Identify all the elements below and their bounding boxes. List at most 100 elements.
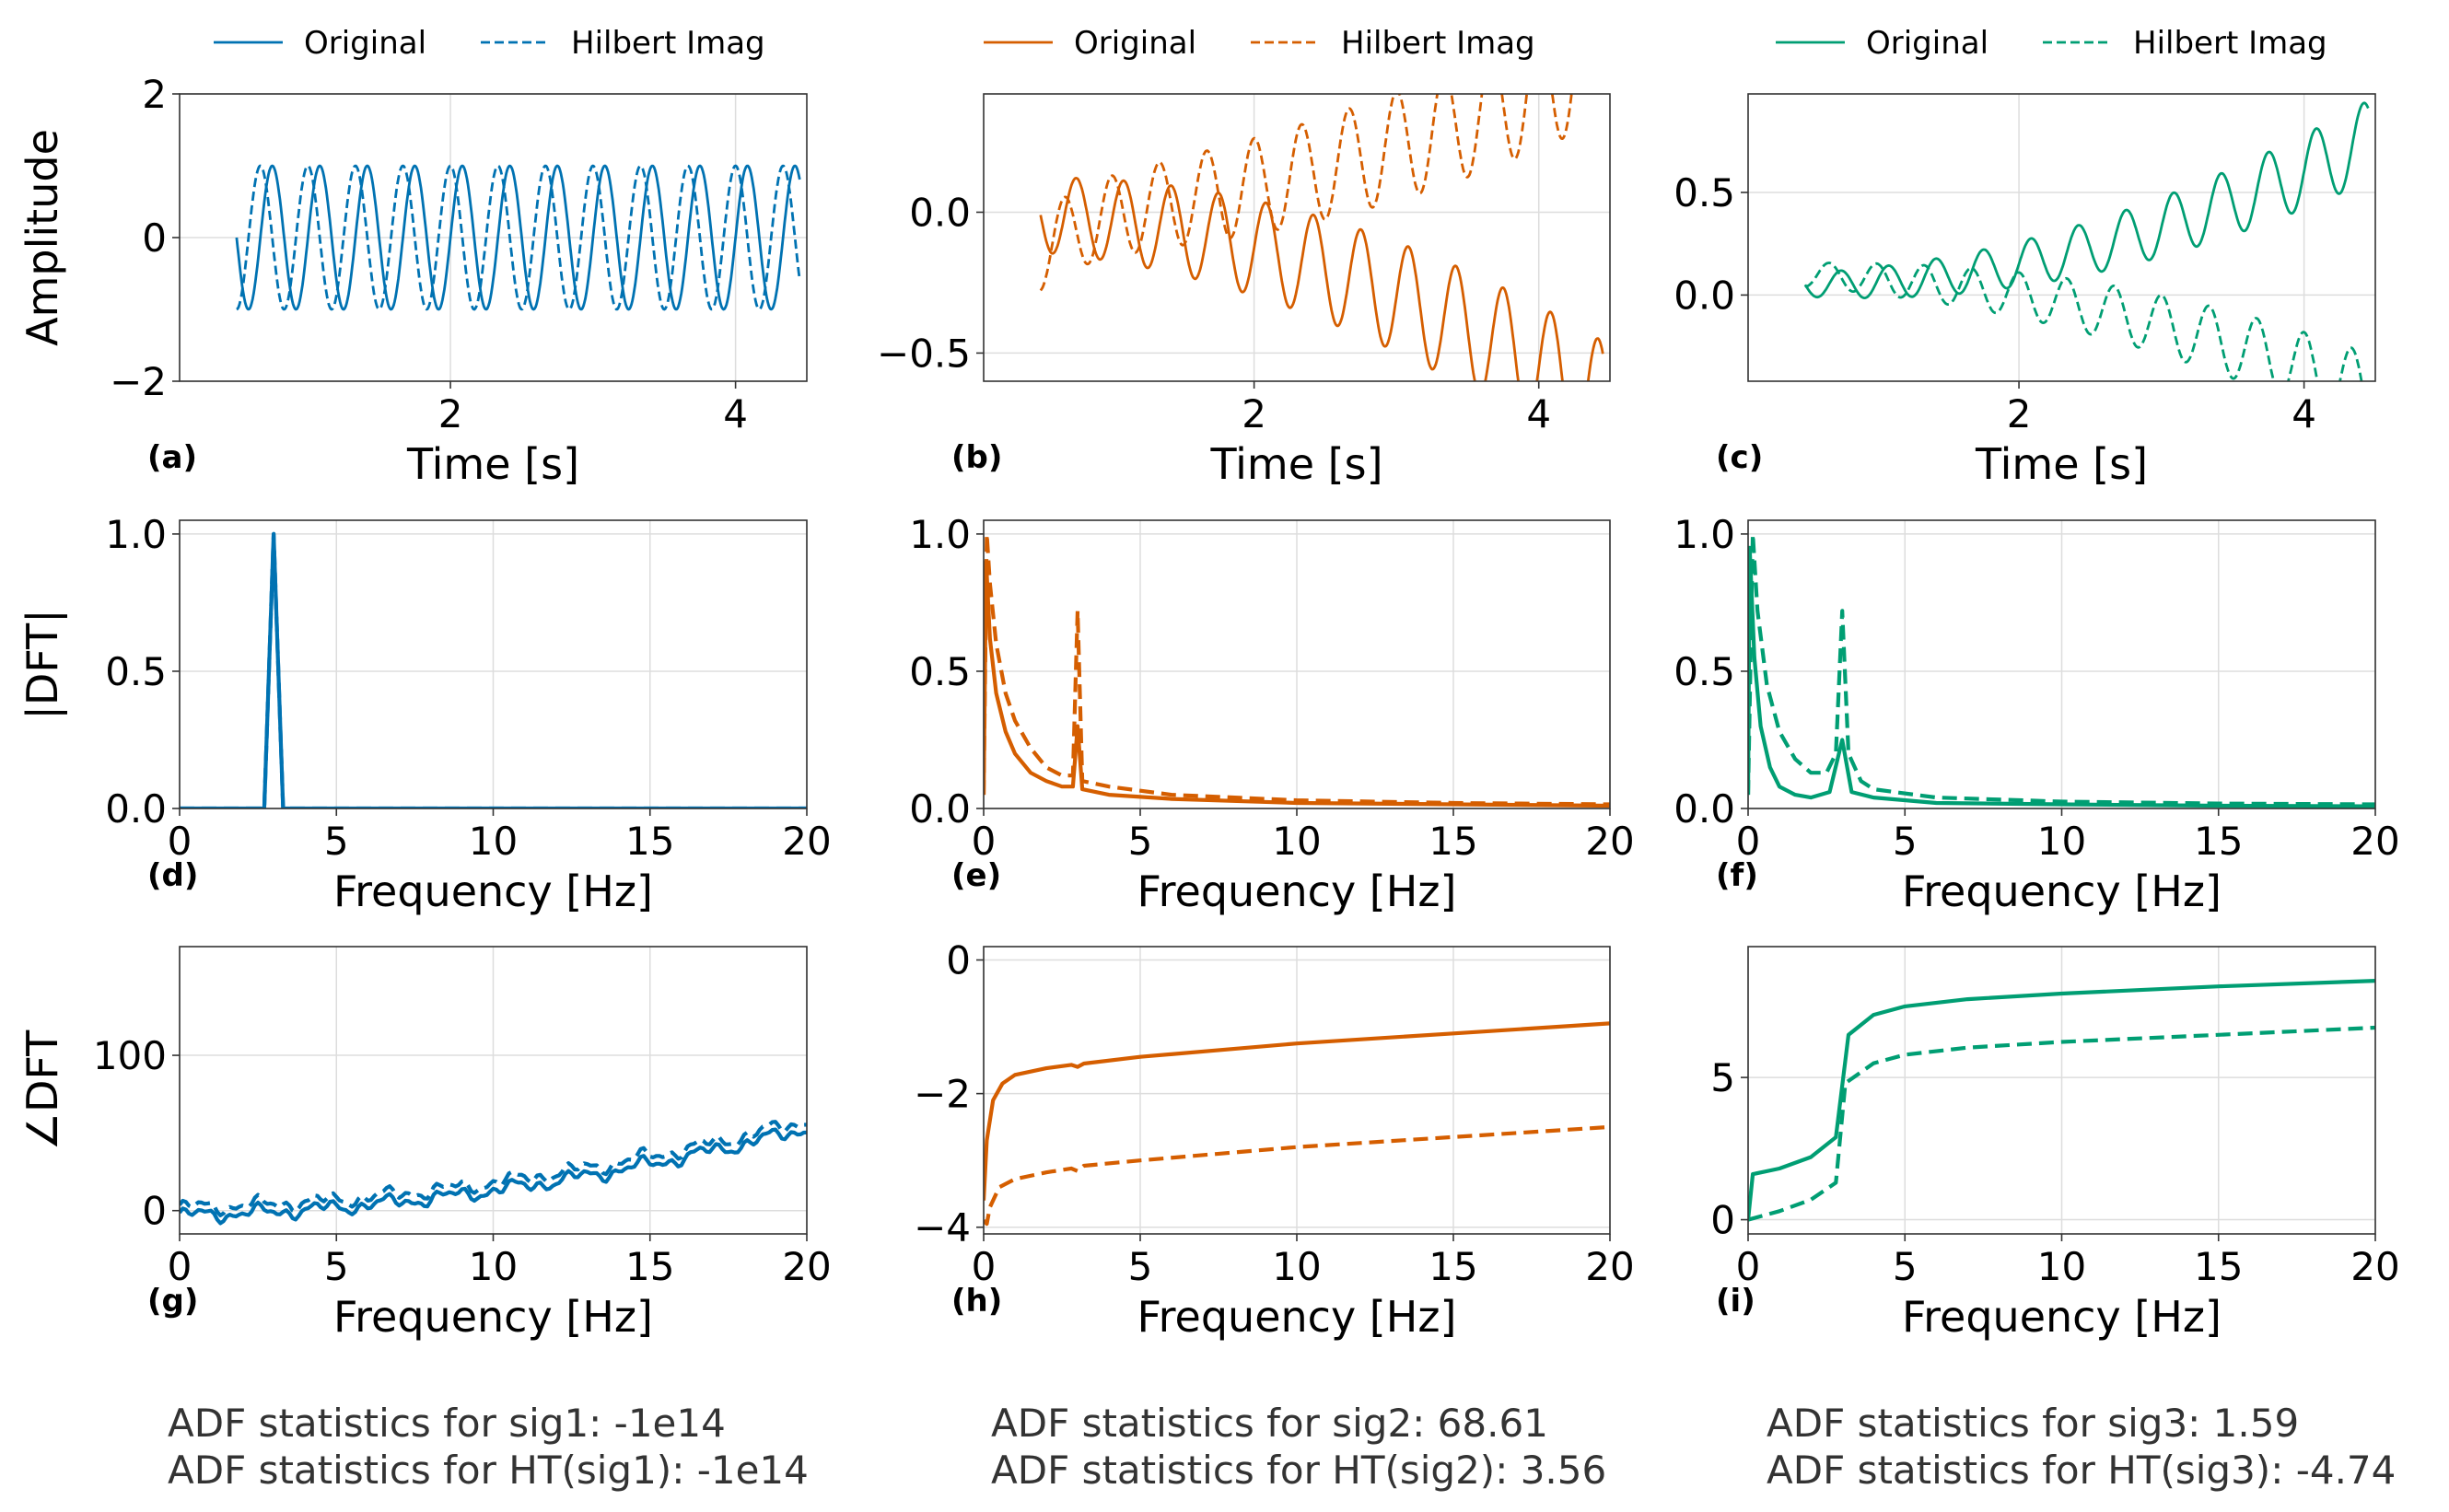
- x-axis-label: Time [s]: [406, 439, 579, 489]
- series-group: [984, 1021, 1610, 1227]
- x-tick-label: 10: [2037, 819, 2086, 864]
- series-line-original: [180, 1127, 807, 1226]
- series-line-original: [984, 1021, 1610, 1201]
- y-tick-label: 0.5: [1673, 649, 1735, 694]
- y-tick-label: 2: [142, 72, 167, 117]
- y-tick-label: 1.0: [909, 512, 971, 557]
- series-line-hilbert: [1748, 1025, 2375, 1222]
- y-tick-label: 0: [946, 938, 971, 983]
- legend-label-hilbert: Hilbert Imag: [2133, 25, 2327, 62]
- y-tick-label: 0.0: [1673, 786, 1735, 832]
- stat-ht-sig3: ADF statistics for HT(sig3): -4.74: [1767, 1448, 2397, 1493]
- x-tick-label: 0: [168, 819, 192, 864]
- legend-label-hilbert: Hilbert Imag: [1341, 25, 1535, 62]
- x-tick-label: 0: [168, 1244, 192, 1289]
- y-tick-label: 0.5: [105, 649, 167, 694]
- y-tick-label: −4: [914, 1205, 971, 1250]
- x-tick-label: 15: [1429, 819, 1477, 864]
- legend: Original Hilbert Imag: [984, 25, 1535, 62]
- panel-label: (a): [147, 439, 197, 476]
- stats-col-3: ADF statistics for sig3: 1.59 ADF statis…: [1767, 1400, 2396, 1494]
- series-line-hilbert: [984, 1124, 1610, 1227]
- panel-label: (i): [1716, 1283, 1755, 1320]
- x-tick-label: 20: [782, 1244, 831, 1289]
- x-tick-label: 5: [324, 819, 349, 864]
- y-tick-label: 100: [93, 1033, 167, 1078]
- stat-sig2: ADF statistics for sig2: 68.61: [991, 1401, 1548, 1446]
- panel-label: (c): [1716, 439, 1763, 476]
- series-line-original: [1748, 979, 2375, 1220]
- y-axis-label: Amplitude: [17, 129, 67, 346]
- series-group: [180, 1120, 807, 1226]
- panel-label: (h): [951, 1283, 1002, 1320]
- y-tick-label: 0.0: [1673, 273, 1735, 318]
- y-tick-label: 0: [142, 215, 167, 261]
- series-line-original: [235, 164, 801, 311]
- x-tick-label: 20: [782, 819, 831, 864]
- x-tick-label: 4: [723, 391, 748, 436]
- x-tick-label: 15: [2194, 1244, 2243, 1289]
- x-tick-label: 2: [1242, 391, 1266, 436]
- x-tick-label: 5: [1893, 1244, 1918, 1289]
- series-line-original: [984, 559, 1610, 808]
- x-tick-label: 0: [972, 819, 997, 864]
- x-tick-label: 0: [972, 1244, 997, 1289]
- y-tick-label: −2: [110, 359, 167, 404]
- series-line-hilbert: [180, 1120, 807, 1217]
- y-tick-label: 0.0: [105, 786, 167, 832]
- series-group: [235, 164, 801, 311]
- legend-label-original: Original: [1866, 25, 1988, 62]
- x-tick-label: 10: [1272, 1244, 1321, 1289]
- x-axis-label: Frequency [Hz]: [333, 1292, 653, 1342]
- x-tick-label: 20: [1585, 1244, 1634, 1289]
- x-tick-label: 10: [469, 819, 518, 864]
- x-axis-label: Frequency [Hz]: [1902, 1292, 2222, 1342]
- series-line-hilbert: [236, 164, 801, 311]
- x-axis-label: Time [s]: [1209, 439, 1382, 489]
- series-line-hilbert: [984, 531, 1610, 807]
- y-tick-label: 0: [142, 1189, 167, 1234]
- series-group: [1803, 101, 2370, 381]
- y-tick-label: 1.0: [105, 512, 167, 557]
- x-tick-label: 2: [438, 391, 463, 436]
- x-tick-label: 0: [1736, 819, 1761, 864]
- stat-ht-sig2: ADF statistics for HT(sig2): 3.56: [991, 1448, 1607, 1493]
- stat-ht-sig1: ADF statistics for HT(sig1): -1e14: [168, 1448, 809, 1493]
- y-tick-label: 0.0: [909, 786, 971, 832]
- x-tick-label: 15: [625, 1244, 674, 1289]
- x-axis-label: Frequency [Hz]: [1137, 1292, 1457, 1342]
- series-group: [1748, 531, 2375, 808]
- x-tick-label: 15: [2194, 819, 2243, 864]
- series-line-hilbert: [180, 531, 807, 808]
- legend-label-hilbert: Hilbert Imag: [571, 25, 765, 62]
- panel-label: (f): [1716, 857, 1758, 894]
- x-tick-label: 15: [625, 819, 674, 864]
- y-tick-label: −0.5: [877, 331, 971, 376]
- series-group: [1039, 94, 1604, 381]
- legend-label-original: Original: [1074, 25, 1196, 62]
- series-line-hilbert: [1039, 94, 1573, 292]
- panel-label: (e): [951, 857, 1001, 894]
- series-line-original: [1039, 177, 1604, 381]
- x-axis-label: Frequency [Hz]: [1902, 866, 2222, 916]
- series-line-hilbert: [1804, 262, 2363, 381]
- x-tick-label: 20: [2350, 819, 2399, 864]
- x-tick-label: 5: [1893, 819, 1918, 864]
- y-tick-label: 5: [1710, 1055, 1735, 1100]
- series-group: [984, 531, 1610, 808]
- y-tick-label: 1.0: [1673, 512, 1735, 557]
- y-tick-label: 0.5: [1673, 170, 1735, 215]
- series-line-original: [1803, 101, 2370, 299]
- x-tick-label: 10: [2037, 1244, 2086, 1289]
- panel-label: (g): [147, 1283, 198, 1320]
- x-tick-label: 20: [2350, 1244, 2399, 1289]
- stat-sig1: ADF statistics for sig1: -1e14: [168, 1401, 726, 1446]
